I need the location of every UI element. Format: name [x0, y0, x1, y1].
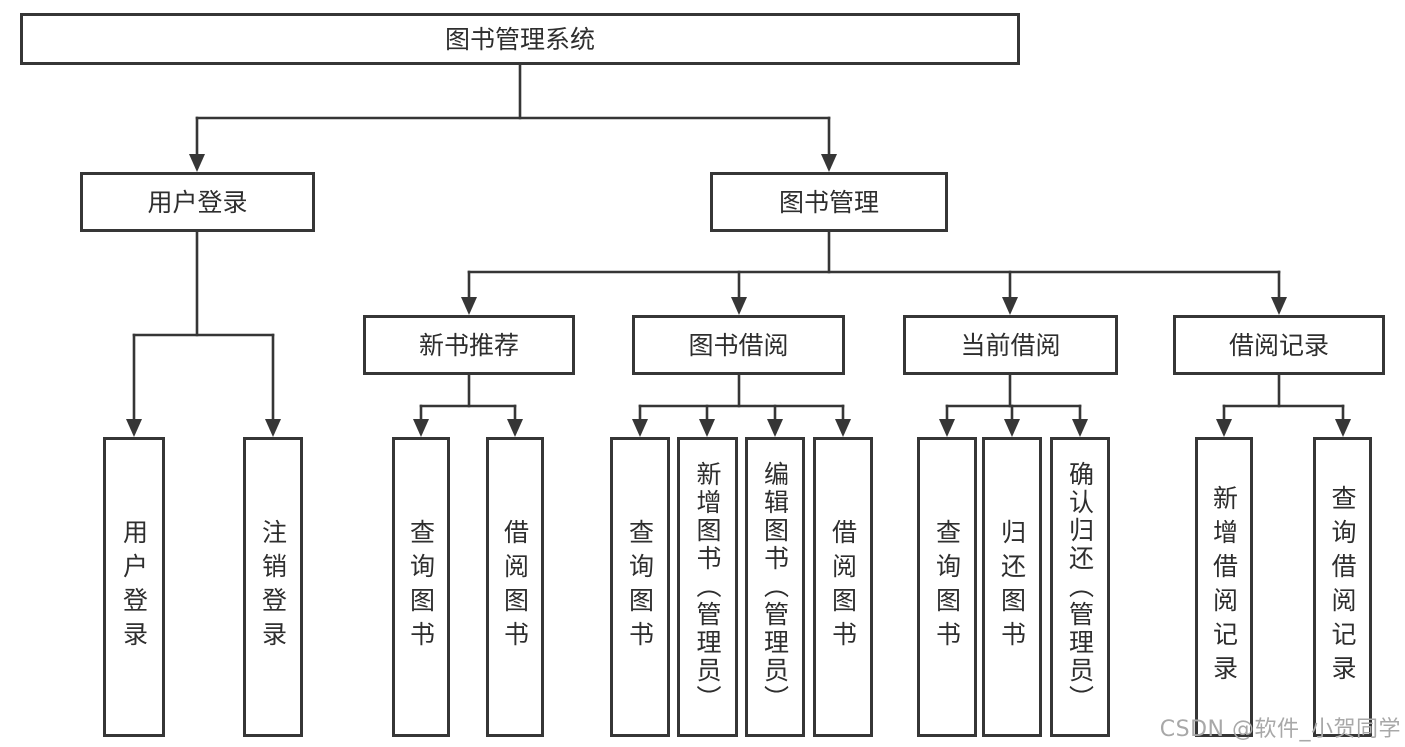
node-current-borrowing: 当前借阅 [903, 315, 1118, 375]
node-leaf-return-books: 归还图书 [982, 437, 1042, 737]
connector-new-book-rec-to-leaves [413, 373, 523, 437]
node-library-management-system: 图书管理系统 [20, 13, 1020, 65]
connector-current-borrow-to-leaves [939, 373, 1088, 437]
connector-book-borrow-to-leaves [632, 373, 851, 437]
node-leaf-query-books-current: 查询图书 [917, 437, 977, 737]
arrow-down-icon [1335, 419, 1351, 437]
node-leaf-query-books-borrow: 查询图书 [610, 437, 670, 737]
arrow-down-icon [835, 419, 851, 437]
arrow-down-icon [189, 154, 205, 172]
node-leaf-edit-book-admin: 编辑图书（管理员） [745, 437, 805, 737]
connector-user-login-to-leaves [126, 230, 281, 437]
arrow-down-icon [1004, 419, 1020, 437]
arrow-down-icon [767, 419, 783, 437]
node-borrowing-records: 借阅记录 [1173, 315, 1385, 375]
node-leaf-borrow-books-rec: 借阅图书 [486, 437, 544, 737]
node-user-login: 用户登录 [80, 172, 315, 232]
node-book-borrowing: 图书借阅 [632, 315, 845, 375]
arrow-down-icon [1072, 419, 1088, 437]
node-new-book-recommendation: 新书推荐 [363, 315, 575, 375]
node-leaf-query-books-rec: 查询图书 [392, 437, 450, 737]
node-book-management: 图书管理 [710, 172, 948, 232]
arrow-down-icon [821, 154, 837, 172]
node-leaf-logout: 注销登录 [243, 437, 303, 737]
connector-borrow-records-to-leaves [1216, 373, 1351, 437]
arrow-down-icon [1002, 297, 1018, 315]
arrow-down-icon [461, 297, 477, 315]
node-leaf-add-borrow-record: 新增借阅记录 [1195, 437, 1253, 737]
arrow-down-icon [731, 297, 747, 315]
node-leaf-user-login: 用户登录 [103, 437, 165, 737]
connector-root-to-level2 [189, 63, 837, 172]
arrow-down-icon [126, 419, 142, 437]
csdn-watermark: CSDN @软件_小贺同学 [1159, 717, 1401, 742]
arrow-down-icon [413, 419, 429, 437]
arrow-down-icon [632, 419, 648, 437]
arrow-down-icon [265, 419, 281, 437]
node-leaf-query-borrow-record: 查询借阅记录 [1313, 437, 1372, 737]
arrow-down-icon [1216, 419, 1232, 437]
node-leaf-borrow-books: 借阅图书 [813, 437, 873, 737]
node-leaf-confirm-return-admin: 确认归还（管理员） [1050, 437, 1110, 737]
arrow-down-icon [507, 419, 523, 437]
arrow-down-icon [1271, 297, 1287, 315]
connector-book-mgmt-to-level3 [461, 230, 1287, 315]
arrow-down-icon [939, 419, 955, 437]
arrow-down-icon [699, 419, 715, 437]
node-leaf-add-book-admin: 新增图书（管理员） [677, 437, 738, 737]
